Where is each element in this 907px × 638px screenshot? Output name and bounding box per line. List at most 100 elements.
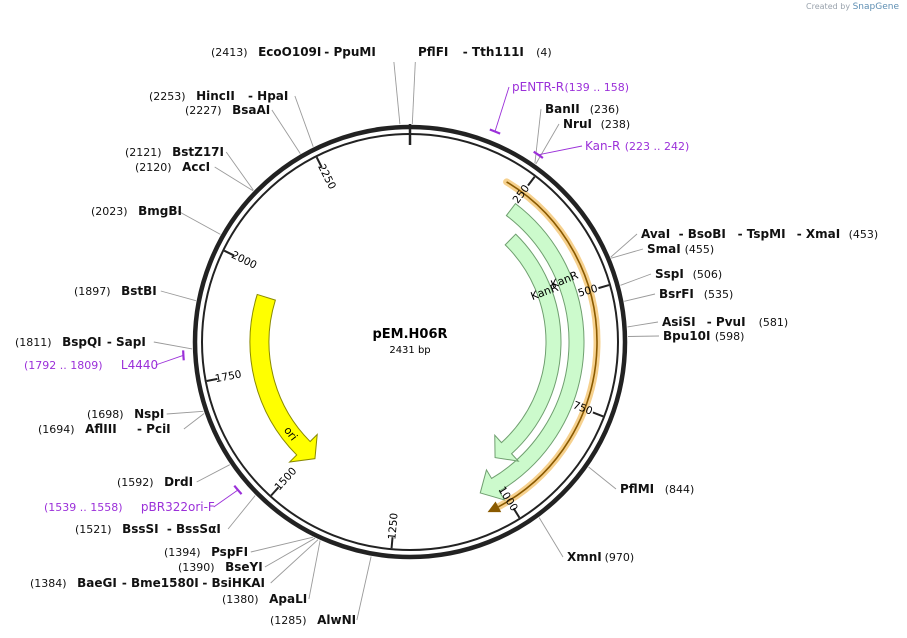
site-position: (2023) [91,205,128,218]
enzyme-name: PspFI [211,545,248,559]
site-label-pflmi[interactable]: PflMI(844) [620,482,694,496]
site-position: (1592) [117,476,154,489]
site-label-ecoo109i[interactable]: (2413)EcoO109I- PpuMI [211,45,376,59]
enzyme-name: - PciI [137,422,171,436]
site-label-hincii[interactable]: (2253)HincII- HpaI [149,89,288,103]
site-label-banii[interactable]: BanII(236) [545,102,619,116]
plasmid-name: pEM.H06R [372,327,447,342]
site-label-acci[interactable]: (2120)AccI [135,160,210,174]
enzyme-name: - PvuI [707,315,746,329]
enzyme-name: BstZ17I [172,145,224,159]
enzyme-name: AflIII [85,422,117,436]
site-label-bspqi[interactable]: (1811)BspQI- SapI [15,335,146,349]
watermark-brand: SnapGene [852,2,899,12]
enzyme-name: - BsiHKAI [202,576,265,590]
tick-label: 1500 [272,465,299,493]
site-label-nspi[interactable]: (1698)NspI [87,407,164,421]
enzyme-name: BseYI [225,560,263,574]
primer-label-pentr-r[interactable]: pENTR-R(139 .. 158) [512,80,629,94]
enzyme-name: SmaI [647,242,681,256]
site-leader-line [270,539,319,584]
tick-label: 1250 [386,512,400,540]
enzyme-name: AsiSI [662,315,696,329]
site-label-bsssi[interactable]: (1521)BssSI- BssSαI [75,522,221,536]
tick-mark [390,537,394,549]
site-position: (1694) [38,423,75,436]
site-position: (970) [605,551,635,564]
site-label-sspi[interactable]: SspI(506) [655,267,722,281]
feature-arrow-ori-yellow [249,293,318,463]
site-label-pspfi[interactable]: (1394) PspFI [164,545,248,559]
site-position: (1897) [74,285,111,298]
enzyme-name: - XmaI [797,227,840,241]
site-leader-line [160,290,197,302]
site-position: (581) [759,316,789,329]
site-label-pflfi[interactable]: PflFI- Tth111I(4) [418,45,552,59]
site-position: (453) [849,228,879,241]
site-position: (1384) [30,577,67,590]
site-position: (2121) [125,146,162,159]
primer-label-kan-r[interactable]: Kan-R(223 .. 242) [585,139,689,153]
enzyme-name: NruI [563,117,592,131]
site-leader-line [177,210,221,235]
primer-mark-pbr322ori-f [233,485,243,495]
tick-mark [592,411,604,418]
enzyme-name: SspI [655,267,684,281]
site-position: (2253) [149,90,186,103]
site-label-bmgbi[interactable]: (2023) BmgBI [91,204,182,218]
enzyme-name: PflMI [620,482,654,496]
site-label-bpu10i[interactable]: Bpu10I(598) [663,329,744,343]
enzyme-name: - BsoBI [679,227,726,241]
site-label-alwni[interactable]: (1285)AlwNI [270,613,356,627]
primer-range: (139 .. 158) [564,81,629,94]
site-label-bsrfi[interactable]: BsrFI(535) [659,287,733,301]
primer-label-pbr322ori-f[interactable]: (1539 .. 1558)pBR322ori-F [44,500,215,514]
enzyme-name: BspQI [62,335,102,349]
enzyme-name: - BssSαI [167,522,221,536]
site-position: (4) [536,46,552,59]
site-label-bstbi[interactable]: (1897) BstBI [74,284,157,298]
site-label-smai[interactable]: SmaI(455) [647,242,714,256]
site-label-nrui[interactable]: NruI(238) [563,117,630,131]
site-labels: (2413)EcoO109I- PpuMI PflFI- Tth111I(4) (2… [15,45,878,627]
site-label-xmni[interactable]: XmnI(970) [567,550,634,564]
site-label-bseyi[interactable]: (1390)BseYI [178,560,263,574]
site-leader-line [214,166,254,192]
plasmid-center: pEM.H06R 2431 bp [372,327,447,356]
site-label-apali[interactable]: (1380)ApaLI [222,592,307,606]
primer-label-l4440[interactable]: (1792 .. 1809)L4440 [24,358,158,372]
site-position: (2413) [211,46,248,59]
primer-range: (1539 .. 1558) [44,501,123,514]
primer-leader-line [538,145,583,156]
primer-name: Kan-R [585,139,620,153]
site-leader-line [196,464,231,483]
enzyme-name: BstBI [121,284,157,298]
site-label-bstz17i[interactable]: (2121) BstZ17I [125,145,224,159]
site-position: (2120) [135,161,172,174]
enzyme-name: BsrFI [659,287,694,301]
site-position: (1394) [164,546,201,559]
enzyme-name: BmgBI [138,204,182,218]
site-label-baegi[interactable]: (1384)BaeGI- Bme1580I- BsiHKAI [30,576,265,590]
site-label-bsaai[interactable]: (2227)BsaAI [185,103,270,117]
feature-arrow-kanr-outer [479,202,585,501]
site-leader-line [250,536,314,553]
enzyme-name: XmnI [567,550,602,564]
primer-range: (1792 .. 1809) [24,359,103,372]
enzyme-name: BaeGI [77,576,117,590]
enzyme-name: AlwNI [317,613,356,627]
site-leader-line [627,321,659,328]
site-leader-line [627,335,660,337]
site-position: (1698) [87,408,124,421]
site-label-afliii[interactable]: (1694) AflIII - PciI [38,422,171,436]
enzyme-name: Bpu10I [663,329,710,343]
site-label-avai[interactable]: AvaI- BsoBI- TspMI- XmaI(453) [641,227,878,241]
site-position: (1521) [75,523,112,536]
site-label-asisi[interactable]: AsiSI - PvuI (581) [662,315,788,329]
site-label-drdi[interactable]: (1592)DrdI [117,475,193,489]
site-leader-line [535,123,560,165]
enzyme-name: - TspMI [738,227,786,241]
enzyme-name: - SapI [107,335,146,349]
